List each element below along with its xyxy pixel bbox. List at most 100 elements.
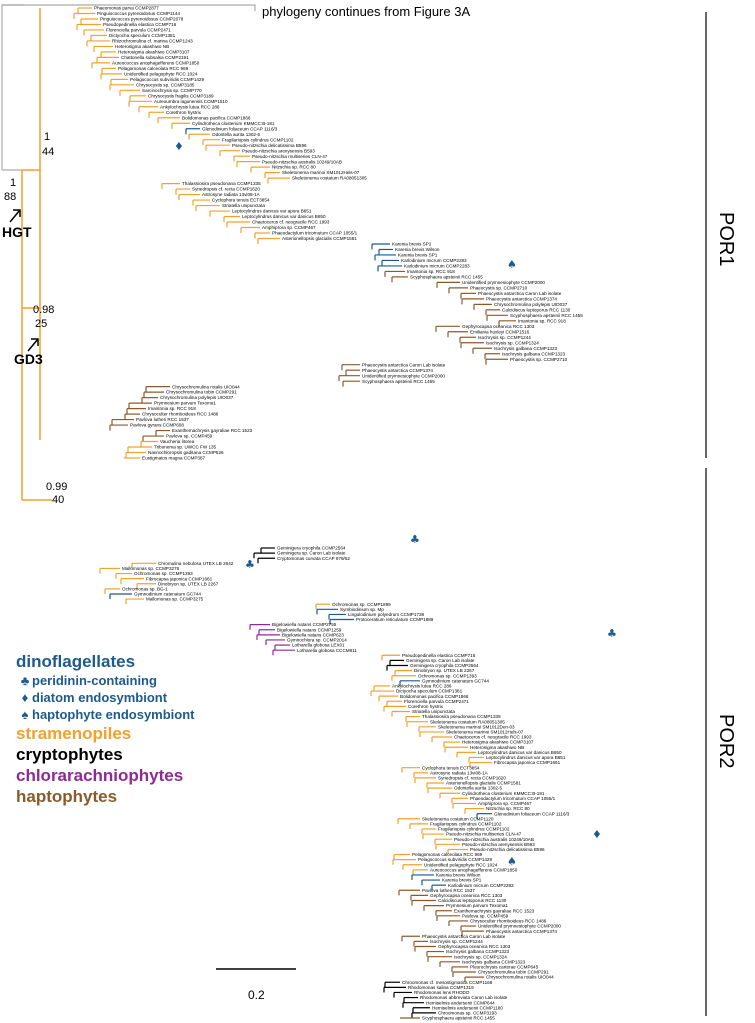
por1-tip-label: Cyclophora tenuis ECT3854 (212, 198, 270, 203)
diamond-icon: ♦ (21, 690, 29, 705)
por1-tip-label: Asterionellopsis glacialis CCMP1581 (282, 236, 357, 241)
por2-tip-label: Isochrysis sp. CCMP1324 (454, 954, 507, 959)
por1-tip-label: Isochrysis galbana CCMP1323 (502, 351, 566, 356)
por2-tip-label: Isochrysis galbana CCMP1323 (446, 949, 510, 954)
por1-tip-label: Synedropsis cf. recta CCMP1620 (192, 187, 260, 192)
clade-label-por2: POR2 (715, 714, 737, 769)
dino-symbol-icon: ♠ (507, 855, 517, 868)
por2-tip-label: Karlodinium micrum CCMP2283 (448, 883, 514, 888)
por1-tip-label: Chrysochromulina tobin CCMP291 (166, 390, 237, 395)
por1-tip-label: Karenia brevis SP1 (398, 253, 438, 258)
por1-tip-label: Unidentified pelagophyte RCC 1024 (124, 71, 198, 76)
por2-tip-label: Pavlova lutheri RCC 1537 (422, 888, 475, 893)
por2-tip-label: Ochromonas sp. BG-1 (122, 586, 168, 591)
por2-tip-label: Bigelowiella natans CCMP2755 (272, 622, 337, 627)
por2-tip-label: Fibrocapsa japonica CCMP1661 (494, 760, 561, 765)
por1-tip-label: Pinguiococcus pyrenoidosus CCMP2078 (100, 17, 184, 22)
por2-tip-label: Dinobryon sp. UTEX LB 2267 (158, 581, 219, 586)
por2-tip-label: Hemiselmis andersenii CCMP644 (426, 1000, 495, 1005)
por1-tip-label: Phaeodactylum tricornutum CCAP 1055/1 (272, 231, 358, 236)
por1-tip-label: Phaeocystis antarctica Caron Lab isolate (478, 291, 562, 296)
continues-text: phylogeny continues from Figure 3A (262, 4, 470, 19)
por2-tip-label: Nitzschia sp. RCC 80 (486, 806, 530, 811)
por2-tip-label: Chromulina nebulosa UTEX LB 2642 (158, 561, 234, 566)
por1-tip-label: Tribonema sp. UWCC FW 135 (154, 445, 217, 450)
por2-tip-label: Mallomonas sp. CCMP3276 (122, 566, 180, 571)
por1-tip-label: Chrysochromulina polylepis UIO037 (160, 395, 234, 400)
club-icon: ♣ (20, 673, 30, 688)
por2-tip-label: Pleurochrysis carterae CCMP645 (470, 965, 539, 970)
por1-tip-label: Aureococcus anophagefferens CCMP1850 (112, 60, 200, 65)
por2-tip-label: Pseudopedinella elastica CCMP716 (402, 653, 476, 658)
por1-tip-label: Chaetoceros cf. neogracile RCC 1993 (252, 220, 330, 225)
legend-peridinin: ♣peridinin-containing (16, 672, 246, 689)
por1-tip-label: Dictyocha speculum CCMP1381 (109, 33, 176, 38)
por2-tip-label: Chrysochromulina rotalis UIO044 (486, 975, 554, 980)
por1-tip-label: Phaeomonas parva CCMP2877 (94, 6, 159, 11)
por2-tip-label: Dinobryon sp. UTEX LB 2267 (414, 668, 475, 673)
por2-tip-label: Pseudo-nitzschia arenysensis B593 (462, 842, 535, 847)
por1-tip-label: Aureoumbra lagunensis CCMP1510 (154, 99, 228, 104)
por1-tip-label: Vaucheria litorea (160, 439, 195, 444)
por1-node-bottom: 44 (42, 146, 54, 158)
por2-tip-label: Unidentified prymnesiophyte CCMP2000 (478, 924, 561, 929)
por2-tip-label: Aureococcus anophagefferens CCMP1850 (430, 867, 518, 872)
por1-tip-label: Chrysoculter rhomboideus RCC 1486 (142, 412, 219, 417)
por1-tip-label: Glenodinium foliaceum CCAP 1116/3 (202, 126, 278, 131)
por2-tip-label: Amphiprora sp. CCMP467 (478, 801, 532, 806)
por2-tip-label: Synedropsis cf. recta CCMP1620 (438, 775, 506, 780)
por2-tip-label: Skeletonema marinoi SM1012Den-03 (438, 724, 515, 729)
por1-tip-label: Pseudo-nitzschia arenysensis B593 (242, 148, 315, 153)
gd3-support-bottom: 25 (35, 318, 47, 330)
hgt-label: HGT (2, 224, 32, 240)
por2-tip-label: Phaeocystis antarctica Caron Lab isolate (422, 934, 506, 939)
por2-tip-label: Heterosigma akashiwo NB (470, 745, 524, 750)
por2-tip-label: Bigelowiella natans CCMP623 (282, 632, 344, 637)
por2-tip-label: Phaeocystis antarctica CCMP1374 (486, 929, 557, 934)
por2-tip-label: Chaetoceros cf. neogracile RCC 1993 (454, 735, 532, 740)
por2-tip-label: Karenia brevis SP1 (442, 878, 482, 883)
por2-tip-label: Skeletonema marinoi SM1012Hels-07 (446, 730, 524, 735)
por2-tip-label: Gephyrocapsa oceanica RCC 1303 (438, 944, 511, 949)
por1-tip-label: Isochrysis galbana CCMP1323 (494, 346, 558, 351)
legend-haptophytes: haptophytes (16, 787, 118, 806)
por1-tip-label: Pavlova sp. CCMP459 (166, 434, 213, 439)
dino-symbol-icon: ♦ (592, 828, 602, 841)
por1-tip-label: Nitzschia sp. RCC 80 (272, 165, 316, 170)
por2-tip-label: Pseudo-nitzschia multiseries CLN-47 (446, 832, 522, 837)
por1-tip-label: Imantonia sp. RCC 918 (407, 269, 455, 274)
por1-tip-label: Striatella unipunctata (222, 203, 265, 208)
por1-tip-label: Chattonella subsalsa CCMP2191 (121, 55, 189, 60)
por2-tip-label: Gephyrocapsa oceanica RCC 1303 (430, 893, 503, 898)
por2-node-top: 0.99 (46, 481, 67, 493)
por2-tip-label: Pseudo-nitzschia australis 10249/10AB (454, 837, 534, 842)
por2-tip-label: Astrosyne radiata 13vi08-1A (430, 770, 489, 775)
por1-tip-label: Pavlova lutheri RCC 1537 (136, 417, 189, 422)
por2-tip-label: Bigelowiella natans CCMP1259 (277, 627, 342, 632)
por2-tip-label: Pelagococcus subviridis CCMP1429 (418, 857, 492, 862)
gd3-support-top: 0.98 (33, 304, 54, 316)
por1-tip-label: Imantonia sp. RCC 918 (518, 318, 566, 323)
por2-node-bottom: 40 (52, 494, 64, 506)
por1-tip-label: Karlodinium micrum CCMP2283 (404, 264, 470, 269)
por2-tip-label: Chrysoculter rhomboideus RCC 1486 (470, 919, 547, 924)
legend-dinoflagellates: dinoflagellates (16, 652, 136, 671)
por1-tip-label: Eustigmatos magna CCMP387 (142, 456, 206, 461)
por1-tip-label: Heterosigma akashiwo NB (115, 44, 169, 49)
por1-tip-label: Pelagococcus subviridis CCMP1429 (130, 77, 204, 82)
por2-tip-label: Rhodomonas salina CCMP1319 (408, 985, 474, 990)
dino-symbol-icon: ♦ (174, 140, 184, 153)
por1-tip-label: Phaeocystis antarctica Caron Lab isolate (362, 362, 446, 367)
por1-tip-label: Phaeocystis antarctica CCMP1374 (486, 296, 557, 301)
por2-tip-label: Ochromonas sp. CCMP1393 (134, 571, 193, 576)
por2-tip-label: Exanthemachrysis gayraliae RCC 1523 (454, 908, 535, 913)
por1-tip-label: Karenia brevis SP1 (392, 242, 432, 247)
por1-tip-label: Leptocylindrus danicus var apora B651 (232, 209, 312, 214)
por2-tip-label: Ankylochrysis lutea RCC 286 (392, 684, 452, 689)
por1-tip-label: Corethron hystrix (166, 110, 202, 115)
por2-tip-label: Corethron hystrix (408, 704, 444, 709)
por2-tip-label: Geminigera cryophila CCMP2564 (277, 546, 346, 551)
por2-tip-label: Lotharella globosa LEX01 (292, 643, 345, 648)
por2-tip-label: Mallomonas sp. CCMP3275 (146, 597, 204, 602)
